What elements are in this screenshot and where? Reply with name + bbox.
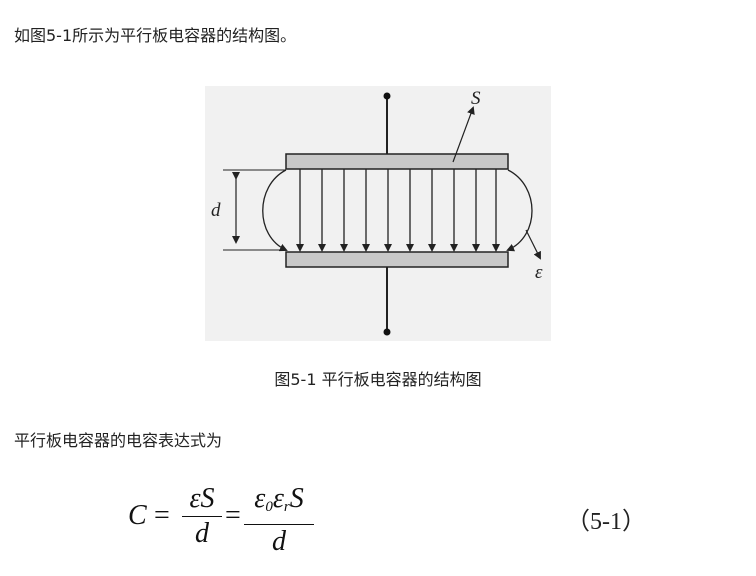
bottom-plate: [285, 251, 509, 268]
top-plate: [285, 153, 509, 170]
intro-paragraph: 如图5-1所示为平行板电容器的结构图。: [14, 26, 297, 45]
expression-intro: 平行板电容器的电容表达式为: [14, 431, 223, 450]
field-pointer: [525, 229, 541, 260]
eq-equals-2: =: [225, 500, 241, 531]
field-label: ε: [535, 262, 543, 283]
capacitor-figure: d S ε: [205, 86, 551, 341]
frac1-numerator: εS: [189, 483, 215, 514]
bottom-terminal: [383, 328, 391, 336]
equation-number: （5-1）: [566, 509, 646, 535]
frac2-bar: [244, 524, 314, 525]
eq-lhs: C: [128, 500, 147, 531]
capacitance-equation: C = εS d = ε0εrS d: [128, 484, 688, 564]
distance-label: d: [211, 200, 221, 221]
figure-background: [205, 86, 551, 341]
eq-fraction-2: ε0εrS d: [244, 484, 314, 557]
field-lines: [262, 169, 533, 252]
area-label: S: [471, 88, 481, 109]
frac1-denominator: d: [195, 518, 209, 549]
top-terminal: [383, 92, 391, 100]
frac1-bar: [182, 516, 222, 517]
eq-fraction-1: εS d: [182, 484, 222, 549]
eq-equals-1: =: [154, 500, 170, 531]
figure-caption: 图5-1 平行板电容器的结构图: [274, 370, 482, 389]
area-pointer: [452, 106, 475, 163]
frac2-numerator: ε0εrS: [254, 483, 304, 516]
frac2-denominator: d: [272, 526, 286, 557]
